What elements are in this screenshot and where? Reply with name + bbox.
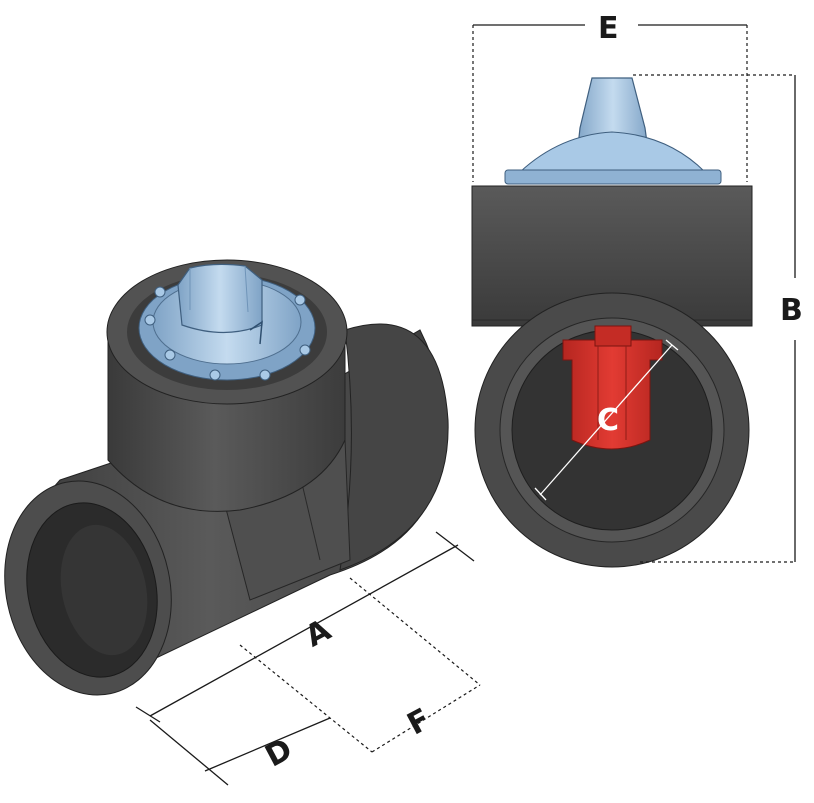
dimension-f-extension — [349, 577, 481, 686]
dimension-d-line — [204, 717, 331, 772]
valve-front-cap-flange — [504, 169, 722, 185]
cap-bolt-icon — [154, 286, 166, 298]
dimension-label-f: F — [402, 702, 437, 743]
dimension-a-tick-right — [435, 531, 475, 562]
dimension-center-dashed — [239, 644, 373, 753]
valve-isometric-view — [4, 259, 481, 786]
cap-bolt-icon — [144, 314, 156, 326]
valve-nut-edges — [189, 265, 249, 313]
valve-inlet-bore-shadow — [60, 524, 148, 656]
cap-bolt-icon — [294, 294, 306, 306]
dimension-label-b: B — [780, 293, 803, 328]
dimension-c-ticks — [534, 339, 679, 501]
valve-operating-nut — [177, 263, 263, 334]
valve-run-far-end — [339, 323, 449, 571]
cap-bolt-icon — [164, 349, 176, 361]
dimension-label-d: D — [260, 732, 298, 775]
dimension-a-tick-left — [135, 706, 161, 723]
dimension-b — [633, 74, 796, 563]
dimension-d-tick-left — [149, 719, 229, 786]
dimension-label-a: A — [300, 612, 338, 654]
cap-bolt-icon — [259, 369, 271, 381]
dimension-label-e: E — [598, 11, 619, 46]
valve-front-view — [471, 24, 796, 568]
cap-bolt-icon — [209, 369, 221, 381]
dimension-lines-isometric — [135, 531, 481, 786]
dimension-label-c: C — [597, 403, 619, 438]
cap-bolt-icon — [299, 344, 311, 356]
valve-gate-red — [562, 325, 663, 450]
dimension-e — [472, 24, 748, 182]
valve-front-cap-dome — [518, 131, 707, 173]
valve-cap-isometric — [138, 263, 316, 381]
dimension-a-line — [149, 544, 459, 717]
valve-collar-seam — [299, 474, 321, 561]
dimension-c-line — [539, 344, 673, 496]
valve-cap-marking — [249, 320, 263, 345]
